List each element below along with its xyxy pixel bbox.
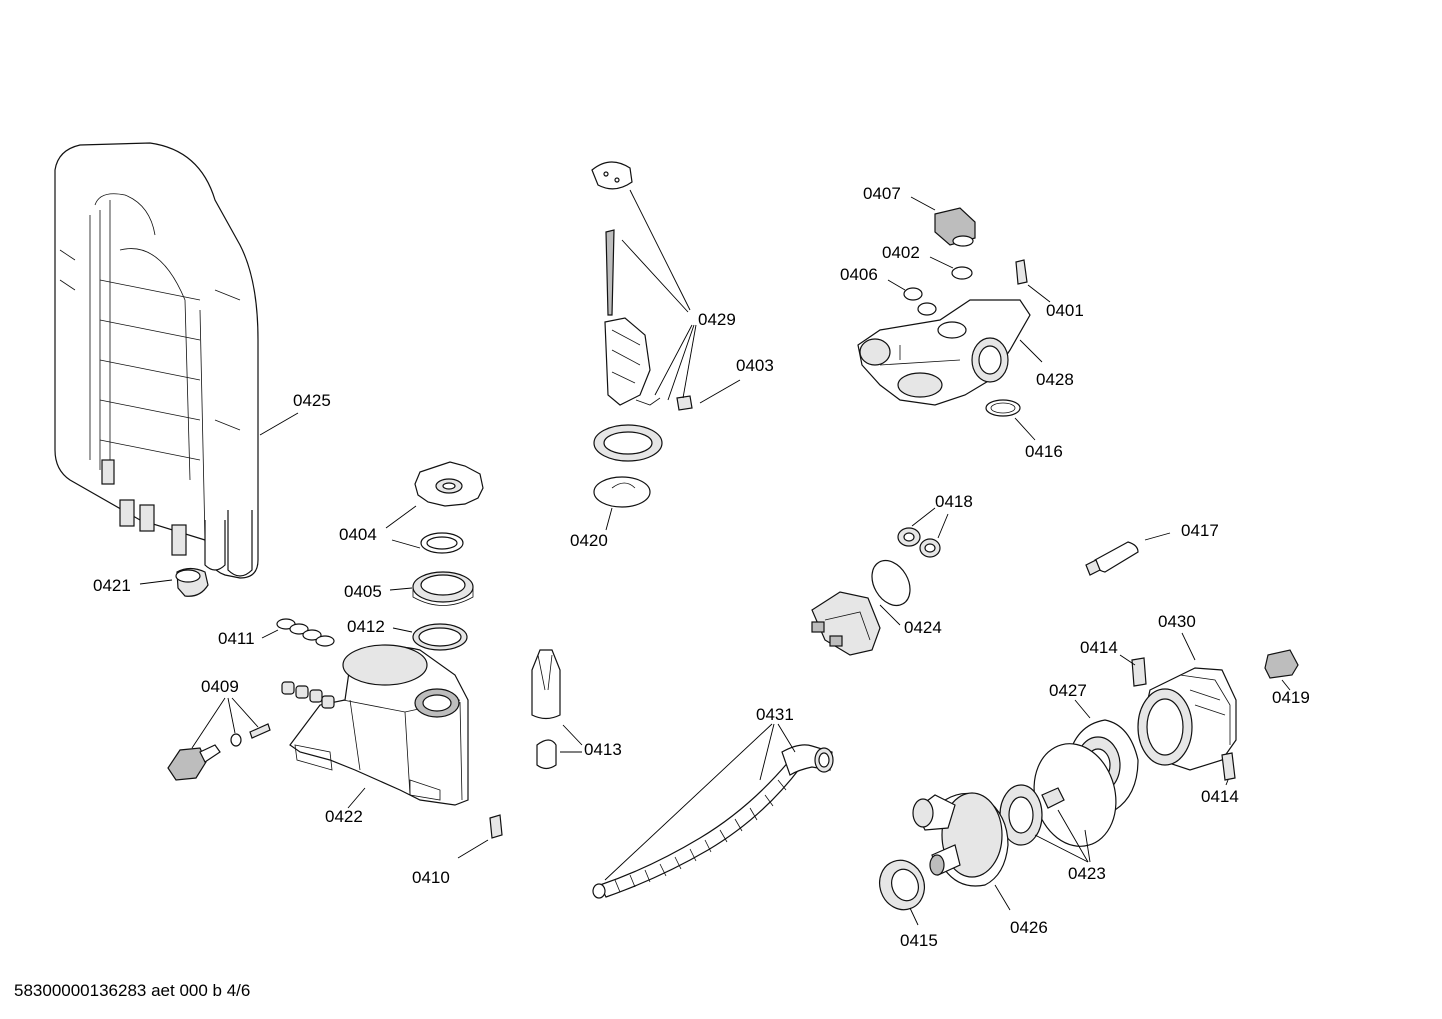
label-0409: 0409	[201, 677, 239, 696]
part-0430-motor[interactable]	[1137, 667, 1237, 771]
part-0406-orings[interactable]	[903, 287, 937, 316]
part-0422-housing[interactable]	[281, 644, 469, 806]
label-0404: 0404	[339, 525, 377, 544]
part-0405-ring[interactable]	[420, 532, 464, 554]
part-0412-ring[interactable]	[412, 623, 468, 651]
label-0418: 0418	[935, 492, 973, 511]
part-0413-float[interactable]	[531, 649, 561, 770]
part-0409-valve[interactable]	[167, 723, 271, 781]
part-0420-float-disc[interactable]	[593, 424, 663, 508]
label-0411: 0411	[218, 629, 255, 648]
label-0401: 0401	[1046, 301, 1084, 320]
label-0419: 0419	[1272, 688, 1310, 707]
label-0431: 0431	[756, 705, 794, 724]
part-0423-impeller-set[interactable]	[999, 734, 1127, 855]
label-0416: 0416	[1025, 442, 1063, 461]
part-0414-clip-lower[interactable]	[1221, 752, 1236, 781]
label-0429: 0429	[698, 310, 736, 329]
label-0414-upper: 0414	[1080, 638, 1118, 657]
part-0418-fittings[interactable]	[897, 527, 941, 558]
part-0419-connector[interactable]	[1264, 649, 1299, 679]
drawing-code: 58300000136283 aet 000 b 4/6	[14, 981, 251, 1000]
label-0426: 0426	[1010, 918, 1048, 937]
label-0420: 0420	[570, 531, 608, 550]
label-0410: 0410	[412, 868, 450, 887]
label-0428: 0428	[1036, 370, 1074, 389]
label-0425: 0425	[293, 391, 331, 410]
part-0417-sensor[interactable]	[1085, 541, 1139, 576]
label-0412: 0412	[347, 617, 385, 636]
label-0430: 0430	[1158, 612, 1196, 631]
part-0411-seals[interactable]	[276, 618, 335, 647]
part-0428-water-switch[interactable]	[857, 299, 1031, 406]
part-0410-clip[interactable]	[489, 814, 503, 839]
label-0415: 0415	[900, 931, 938, 950]
part-0402-oring[interactable]	[951, 266, 973, 280]
part-0421-elbow[interactable]	[175, 567, 209, 597]
part-0415-seal[interactable]	[873, 854, 931, 916]
part-0416-clamp[interactable]	[985, 399, 1021, 417]
part-0407-connector[interactable]	[934, 207, 976, 247]
part-0425-heat-exchanger[interactable]	[54, 142, 259, 579]
label-0414-lower: 0414	[1201, 787, 1239, 806]
part-0426-pump[interactable]	[912, 792, 1009, 887]
label-0403: 0403	[736, 356, 774, 375]
part-0431-drain-hose[interactable]	[592, 744, 834, 899]
label-0423: 0423	[1068, 864, 1106, 883]
label-0417: 0417	[1181, 521, 1219, 540]
part-0424-component[interactable]	[811, 554, 918, 656]
part-0404-cap[interactable]	[414, 461, 484, 507]
part-0401-clip[interactable]	[1015, 259, 1028, 285]
label-0424: 0424	[904, 618, 942, 637]
label-0407: 0407	[863, 184, 901, 203]
part-0405-nut[interactable]	[412, 571, 474, 606]
part-0429-sensor-assembly[interactable]	[591, 161, 693, 411]
label-0422: 0422	[325, 807, 363, 826]
label-0427: 0427	[1049, 681, 1087, 700]
label-0413: 0413	[584, 740, 622, 759]
label-0402: 0402	[882, 243, 920, 262]
part-0414-clip-upper[interactable]	[1131, 657, 1147, 687]
label-0421: 0421	[93, 576, 131, 595]
label-0406: 0406	[840, 265, 878, 284]
label-0405: 0405	[344, 582, 382, 601]
